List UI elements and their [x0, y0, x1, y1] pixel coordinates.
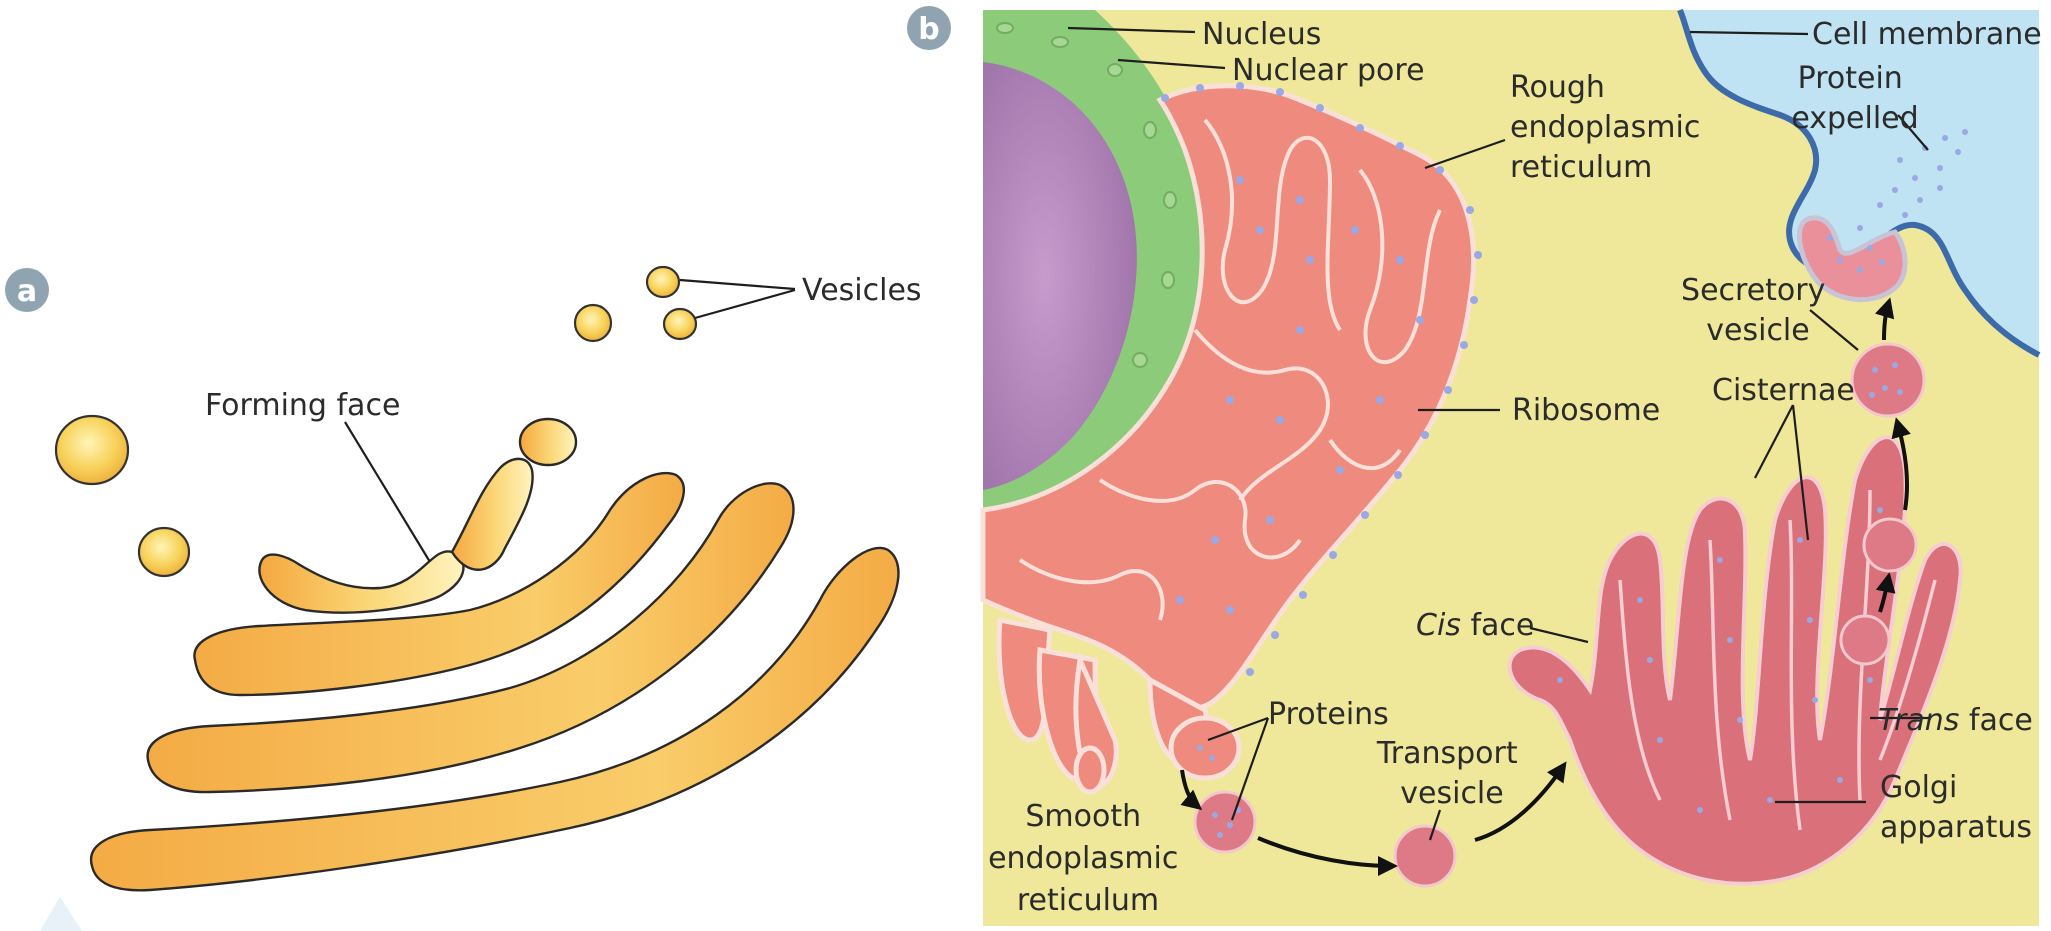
ribosomes	[1161, 82, 1482, 676]
nucleus	[983, 62, 1137, 490]
arrow-to-membrane	[1874, 297, 1895, 341]
leader-vesicles	[679, 278, 796, 320]
leader-transport-vesicle	[1428, 809, 1442, 841]
leader-cisternae	[1754, 404, 1810, 541]
label-cisternae: Cisternae	[1712, 373, 1855, 408]
panel-a-badge	[5, 268, 49, 312]
label-smooth-er: Smooth endoplasmic reticulum	[988, 799, 1188, 918]
secretory-vesicle-proteins	[1869, 362, 1903, 398]
golgi-cisterna-3	[146, 482, 795, 794]
label-protein-expelled: Protein expelled	[1791, 61, 1918, 136]
label-golgi-apparatus: Golgi apparatus	[1880, 770, 2032, 845]
extracellular-space	[1680, 10, 2039, 355]
label-transport-vesicle: Transport vesicle	[1376, 736, 1527, 811]
leader-protein-expelled	[1897, 114, 1929, 151]
arrow-to-transport	[1257, 836, 1398, 876]
arrow-er-to-vesicle	[1180, 769, 1203, 811]
panel-a: a Vesicles Forming face	[5, 265, 922, 931]
panel-b: b Nucleus Nuclear pore Rough endoplasmic…	[907, 6, 2042, 926]
leader-nucleus	[1067, 26, 1196, 34]
corner-marker	[40, 897, 82, 931]
fusing-vesicle	[1796, 215, 1908, 303]
label-cell-membrane: Cell membrane	[1812, 17, 2042, 52]
leader-proteins	[1207, 716, 1270, 821]
label-ribosome: Ribosome	[1512, 393, 1660, 428]
leader-rough-er	[1424, 138, 1506, 170]
transport-vesicle	[1393, 824, 1457, 888]
golgi-cisterna-2	[193, 471, 685, 697]
label-nucleus: Nucleus	[1202, 17, 1321, 52]
label-cis-face: Cis face	[1416, 608, 1534, 643]
golgi-bud	[518, 417, 578, 467]
panel-b-badge-letter: b	[918, 12, 939, 47]
label-vesicles: Vesicles	[802, 273, 922, 308]
er-vesicle	[1193, 790, 1257, 854]
arrow-to-trans-vesicle	[1875, 572, 1896, 613]
expelled-protein-dots	[1827, 129, 1968, 273]
label-proteins: Proteins	[1268, 697, 1389, 732]
arrow-to-secretory	[1891, 417, 1911, 511]
trans-bud-1	[1839, 614, 1891, 666]
nuclear-pores	[996, 22, 1177, 368]
label-secretory-vesicle: Secretory vesicle	[1681, 273, 1835, 348]
golgi-cisterna-4	[89, 546, 900, 892]
leader-secretory-vesicle	[1809, 309, 1859, 351]
leader-forming-face	[344, 421, 431, 563]
leader-cell-membrane	[1689, 30, 1809, 36]
rough-er-folds	[1018, 118, 1442, 621]
golgi-cisterna-1	[258, 550, 465, 614]
vesicle-top-3	[662, 307, 698, 341]
panel-a-badge-letter: a	[17, 274, 37, 309]
er-vesicle-proteins	[1197, 745, 1241, 838]
secretory-vesicle	[1850, 342, 1926, 418]
leader-nuclear-pore	[1117, 58, 1226, 70]
vesicle-top-2	[573, 303, 613, 343]
label-trans-face: Trans face	[1878, 703, 2033, 738]
golgi-cisterna-1-neck	[450, 457, 534, 571]
vesicle-top-1	[645, 265, 681, 299]
label-nuclear-pore: Nuclear pore	[1232, 53, 1425, 88]
panel-b-badge	[907, 6, 951, 50]
cell-membrane	[1677, 8, 2041, 358]
smooth-er	[996, 616, 1242, 795]
trans-vesicle	[1862, 517, 1918, 573]
golgi-proteins	[1557, 507, 1888, 813]
label-rough-er: Rough endoplasmic reticulum	[1510, 70, 1710, 185]
arrow-to-golgi	[1474, 761, 1567, 842]
leader-cis-face	[1529, 626, 1589, 644]
vesicle-large	[54, 414, 130, 486]
vesicle-small	[137, 526, 191, 578]
golgi-apparatus	[1507, 435, 1963, 886]
label-forming-face: Forming face	[205, 388, 400, 423]
